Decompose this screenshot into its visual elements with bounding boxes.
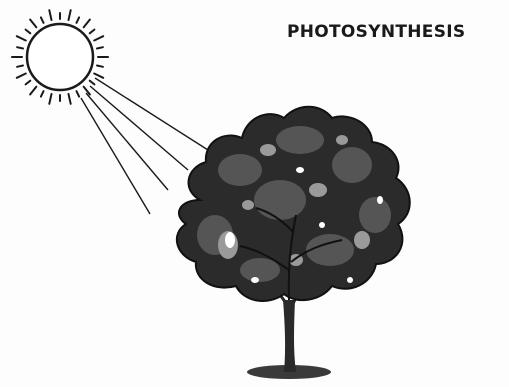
sun-tick — [17, 36, 26, 40]
sun-tick — [77, 17, 80, 22]
sun-tick — [77, 91, 80, 96]
sun-tick — [97, 47, 103, 48]
sun-tick — [17, 47, 23, 48]
sun-tick — [41, 91, 44, 96]
sun-tick — [49, 10, 51, 20]
sun-tick — [84, 20, 90, 28]
sun-tick — [69, 10, 71, 20]
sun-tick — [90, 81, 95, 85]
sun-tick — [17, 74, 26, 78]
sun-tick — [17, 66, 23, 67]
sun-tick — [94, 36, 103, 40]
sun-tick — [69, 94, 71, 104]
sun-tick — [94, 74, 103, 78]
tree-trunk — [283, 300, 296, 372]
sun-tick — [26, 30, 31, 34]
tree-icon — [177, 107, 410, 379]
sun-tick — [30, 20, 36, 28]
sun-tick — [49, 94, 51, 104]
sun-tick — [26, 81, 31, 85]
sun-tick — [90, 30, 95, 34]
sunlight-rays — [81, 78, 208, 214]
sun-tick — [97, 66, 103, 67]
sun-tick — [30, 87, 36, 95]
sun-tick — [41, 17, 44, 22]
